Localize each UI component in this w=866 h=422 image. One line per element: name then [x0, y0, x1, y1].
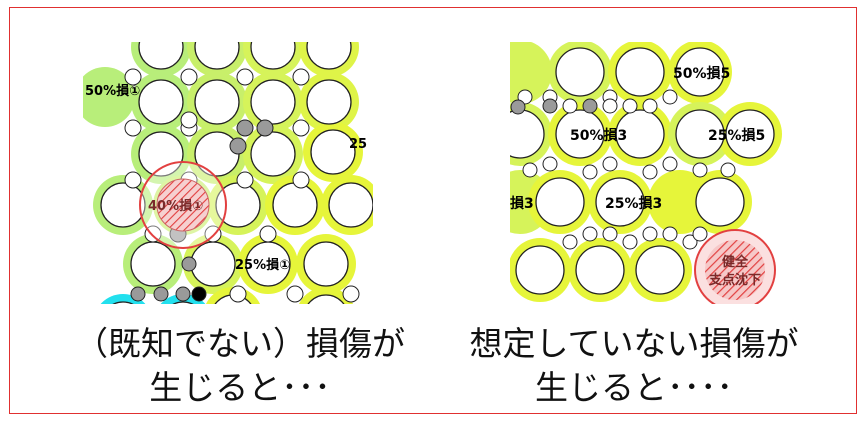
left-caption-line1: （既知でない）損傷が	[75, 324, 405, 363]
left-large-circles	[100, 42, 373, 304]
left-caption: （既知でない）損傷が 生じると･･･	[70, 322, 410, 410]
right-caption: 想定していない損傷が 生じると････	[458, 322, 810, 410]
label-support-settlement: 支点沈下	[708, 272, 761, 288]
label-50-1: 50%損①	[85, 83, 140, 99]
damage-marker-left	[139, 161, 227, 249]
label-25-1: 25%損①	[235, 257, 290, 273]
right-large-circles	[510, 47, 775, 295]
label-50-5: 50%損5	[673, 65, 730, 82]
right-diagram: 50%損5 50%損3 25%損5 損3 25%損3 健全 支点沈下	[510, 42, 782, 304]
right-caption-line1: 想定していない損傷が	[469, 324, 799, 363]
right-small-circles	[510, 89, 736, 250]
label-sound: 健全	[722, 254, 749, 270]
label-40-1: 40%損①	[148, 198, 203, 214]
damage-marker-right	[694, 229, 776, 304]
right-caption-line2: 生じると････	[535, 368, 733, 407]
left-diagram: 50%損① 25 40%損① 25%損①	[83, 42, 373, 304]
slide-frame	[9, 7, 857, 414]
label-25-partial: 25	[349, 137, 367, 152]
left-caption-line2: 生じると･･･	[149, 368, 331, 407]
label-partial-3: 損3	[510, 195, 534, 212]
label-25-5: 25%損5	[708, 127, 765, 144]
label-50-3: 50%損3	[570, 127, 627, 144]
label-25-3: 25%損3	[605, 195, 662, 212]
